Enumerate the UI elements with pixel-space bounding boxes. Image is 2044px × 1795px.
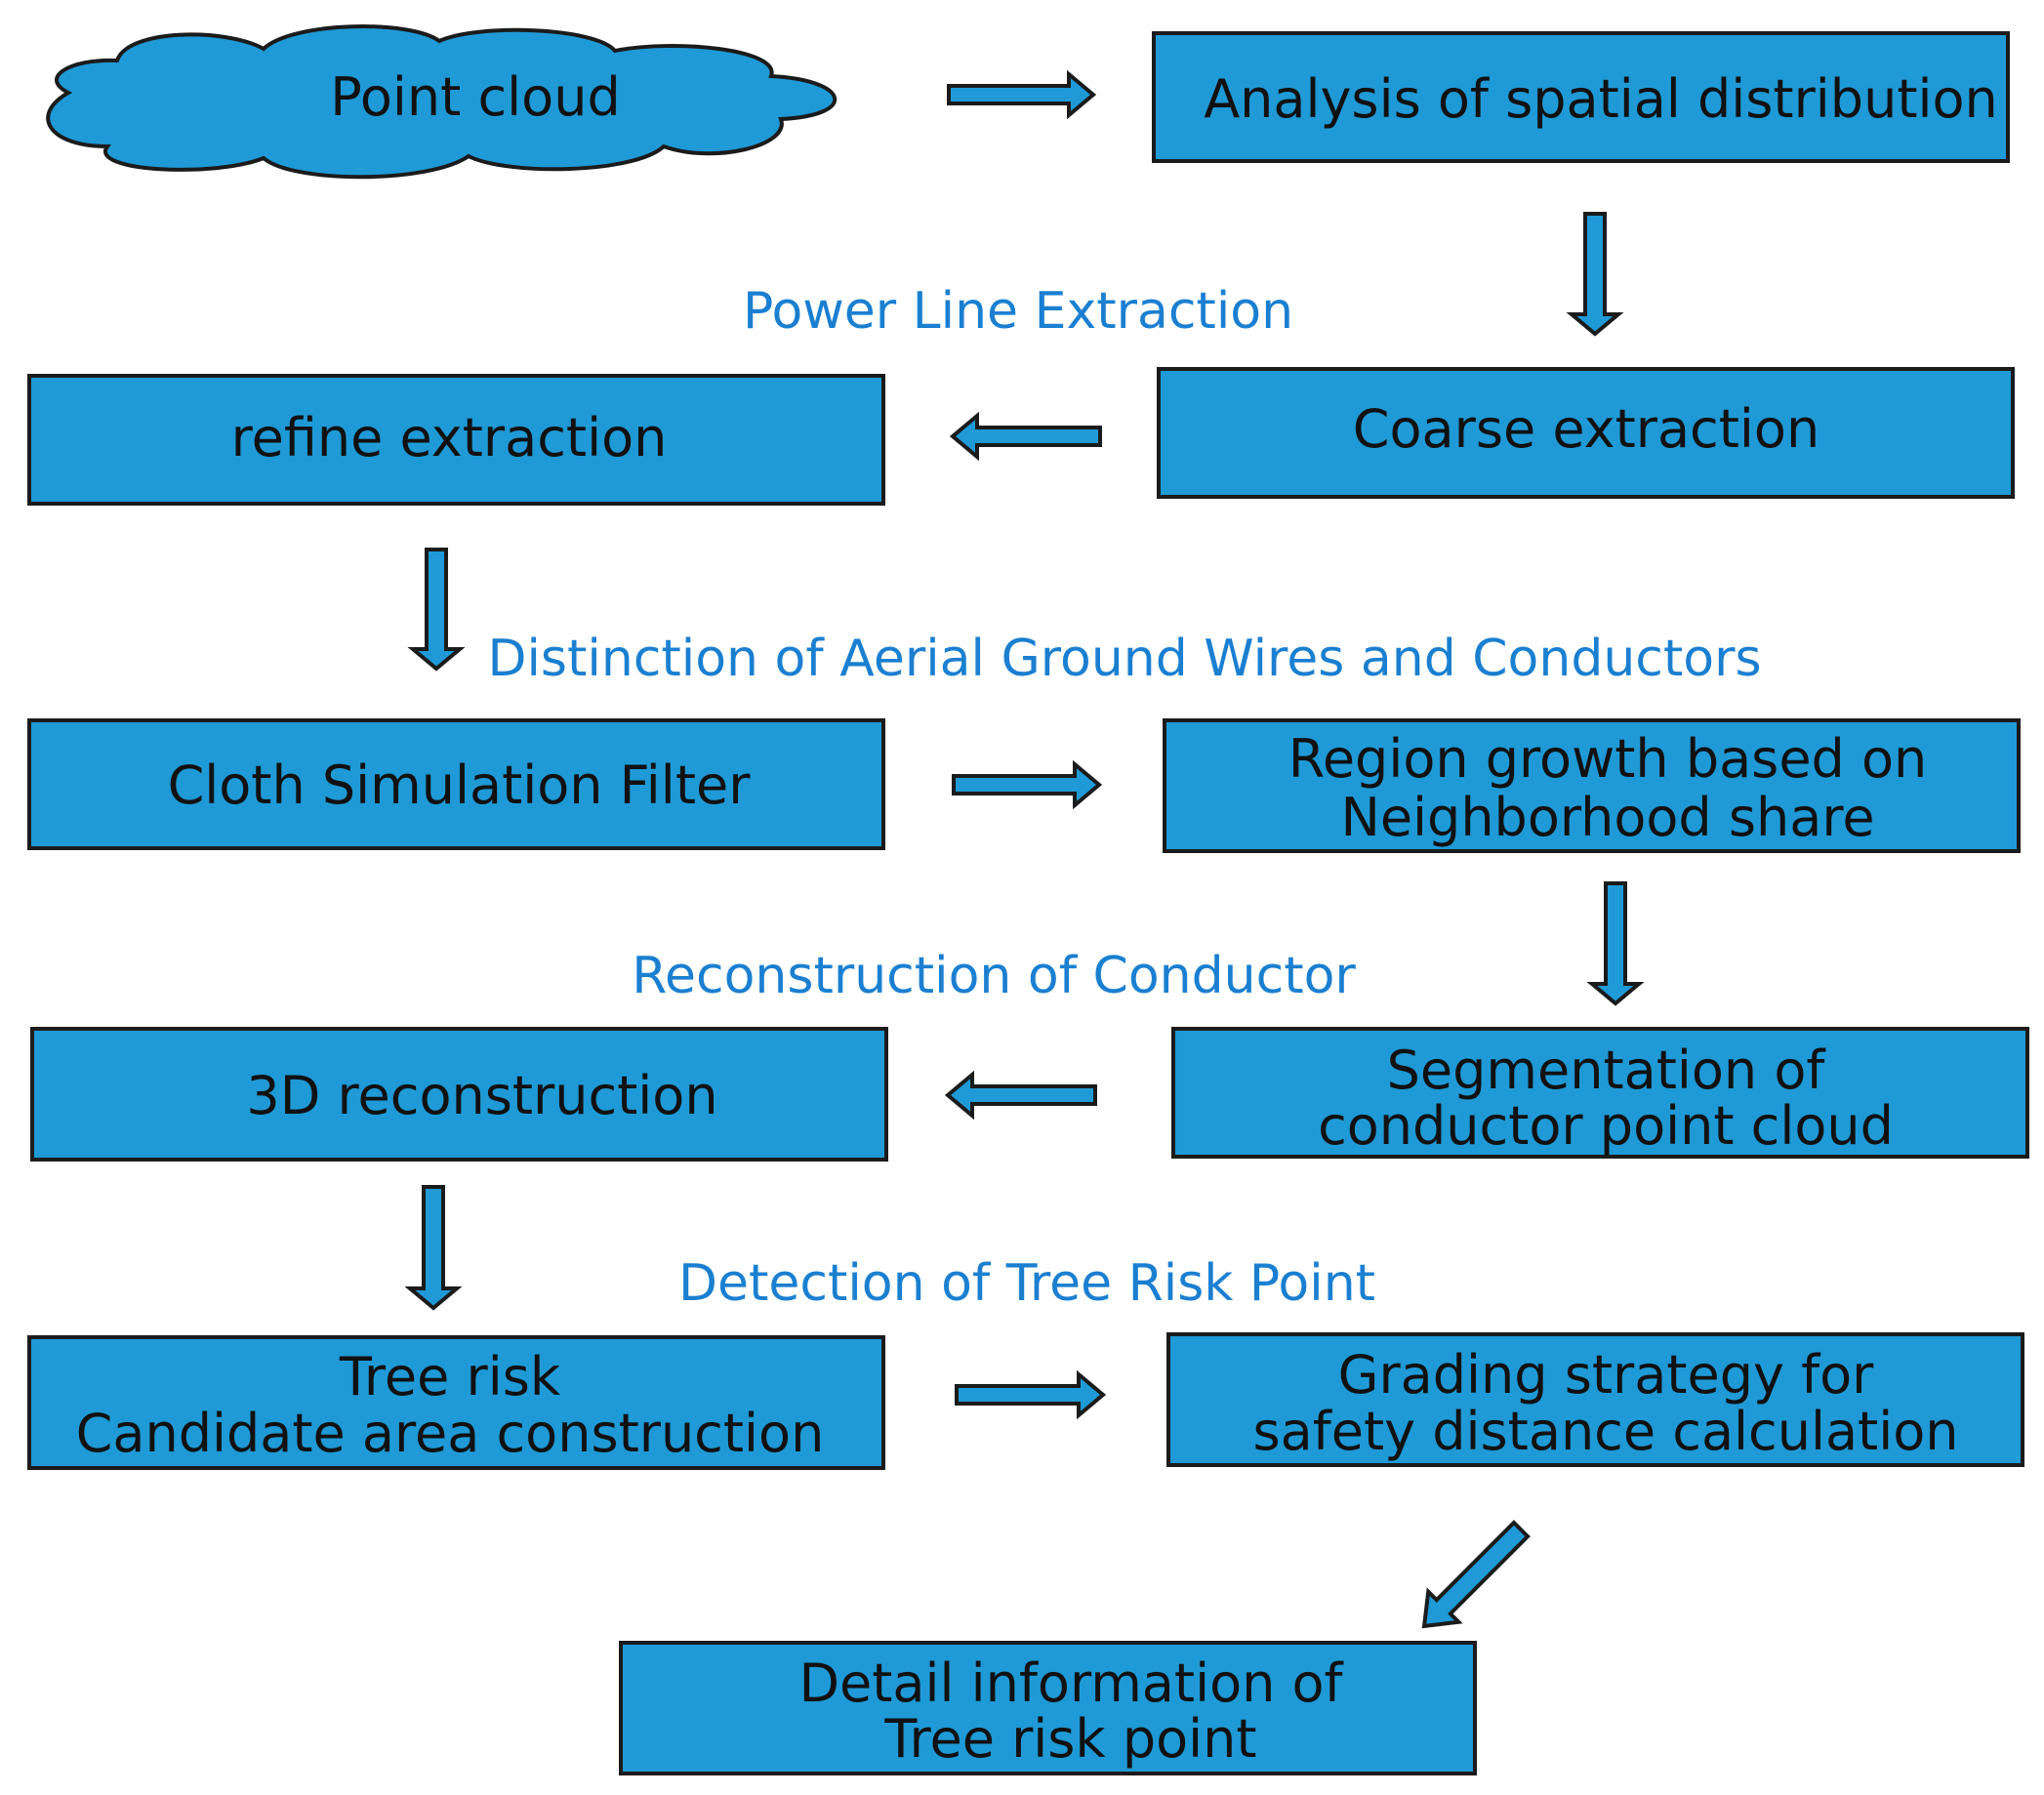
region-growth-box: Region growth based on Neighborhood shar… — [1163, 718, 2021, 853]
arrow-left-icon — [944, 1070, 1097, 1121]
arrow-down-icon — [404, 1185, 463, 1311]
reconstruction-3d-box: 3D reconstruction — [30, 1027, 888, 1162]
detail-info-box: Detail information of Tree risk point — [619, 1641, 1477, 1775]
section-distinction: Distinction of Aerial Ground Wires and C… — [487, 630, 1761, 688]
arrow-down-icon — [1566, 212, 1624, 337]
arrow-down-left-icon — [1421, 1520, 1531, 1629]
spatial-analysis-box: Analysis of spatial distribution — [1152, 31, 2010, 163]
arrow-down-icon — [407, 548, 466, 672]
spatial-analysis-label: Analysis of spatial distribution — [1204, 68, 1998, 130]
grading-strategy-box: Grading strategy for safety distance cal… — [1166, 1332, 2024, 1467]
arrow-right-icon — [952, 759, 1103, 810]
grading-strategy-label-line1: Grading strategy for — [1338, 1344, 1875, 1406]
arrow-down-icon — [1586, 881, 1645, 1006]
point-cloud-label: Point cloud — [330, 66, 620, 128]
detail-info-label-line2: Tree risk point — [883, 1708, 1256, 1770]
cloth-filter-label: Cloth Simulation Filter — [168, 755, 752, 816]
region-growth-label-line1: Region growth based on — [1288, 728, 1928, 790]
tree-risk-candidate-label-line2: Candidate area construction — [76, 1403, 825, 1464]
point-cloud-node: Point cloud — [46, 24, 838, 180]
region-growth-label-line2: Neighborhood share — [1340, 787, 1874, 848]
arrow-right-icon — [947, 69, 1097, 120]
reconstruction-3d-label: 3D reconstruction — [246, 1065, 717, 1126]
section-reconstruction: Reconstruction of Conductor — [632, 947, 1356, 1005]
cloud-shape — [46, 24, 838, 180]
coarse-extraction-label: Coarse extraction — [1353, 398, 1819, 460]
refine-extraction-label: refine extraction — [231, 407, 668, 469]
detail-info-label-line1: Detail information of — [798, 1652, 1344, 1714]
arrow-left-icon — [949, 411, 1102, 462]
section-detection: Detection of Tree Risk Point — [678, 1254, 1375, 1313]
segmentation-box: Segmentation of conductor point cloud — [1171, 1027, 2029, 1159]
refine-extraction-box: refine extraction — [27, 374, 885, 506]
segmentation-label-line1: Segmentation of — [1387, 1040, 1827, 1101]
section-power-line-extraction: Power Line Extraction — [743, 282, 1293, 341]
tree-risk-candidate-box: Tree risk Candidate area construction — [27, 1335, 885, 1470]
cloth-filter-box: Cloth Simulation Filter — [27, 718, 885, 850]
tree-risk-candidate-label-line1: Tree risk — [339, 1346, 561, 1407]
arrow-right-icon — [955, 1369, 1107, 1420]
coarse-extraction-box: Coarse extraction — [1157, 367, 2015, 499]
grading-strategy-label-line2: safety distance calculation — [1253, 1401, 1959, 1462]
segmentation-label-line2: conductor point cloud — [1318, 1095, 1894, 1157]
